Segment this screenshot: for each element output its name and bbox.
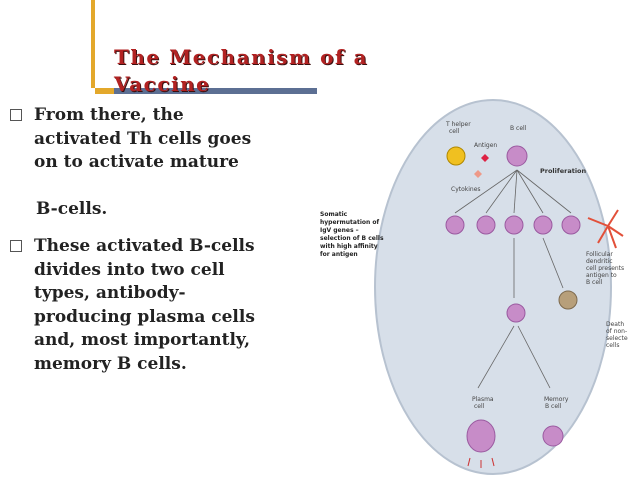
svg-text:of non-: of non-	[606, 328, 627, 335]
bullet-2: These activated B-cells divides into two…	[8, 235, 318, 376]
title-line-1: The Mechanism of a	[114, 45, 369, 69]
selection-arrows	[513, 237, 564, 298]
death-label: Death of non- selected cells	[606, 321, 628, 349]
antibody-icons	[467, 457, 495, 468]
svg-text:Somatic: Somatic	[320, 211, 348, 218]
slide-title: The Mechanism of a Vaccine	[114, 44, 368, 98]
svg-text:B cell: B cell	[545, 403, 562, 410]
svg-text:Death: Death	[606, 321, 624, 328]
title-line-2: Vaccine	[114, 72, 211, 96]
b-cell-label: B cell	[510, 125, 527, 132]
bullet2-line: divides into two cell	[34, 259, 225, 280]
svg-text:hypermutation of: hypermutation of	[320, 219, 379, 226]
bullet1-line: From there, the	[34, 105, 184, 125]
svg-text:antigen to: antigen to	[586, 272, 617, 279]
bullet-box-icon	[10, 240, 22, 252]
svg-text:cells: cells	[606, 342, 619, 349]
selected-b-cell-icon	[506, 303, 526, 323]
b-cell-diagram: T helper cell Antigen Cytokines B cell P…	[320, 99, 628, 475]
cytokines-label: Cytokines	[451, 186, 481, 193]
bullet2-line: types, antibody-	[34, 283, 186, 303]
svg-text:B cell: B cell	[586, 279, 603, 286]
dendritic-cell-icon	[587, 209, 624, 249]
bullet1-continuation: B-cells.	[36, 199, 108, 219]
svg-text:for antigen: for antigen	[320, 251, 358, 258]
accent-bar	[91, 0, 95, 88]
antigen-icon	[481, 154, 489, 162]
antigen-label: Antigen	[474, 142, 497, 149]
bullet-1: From there, the activated Th cells goes …	[8, 104, 318, 175]
svg-text:dendritic: dendritic	[586, 258, 613, 265]
bullet-box-icon	[10, 109, 22, 121]
b-cell-icon	[506, 145, 528, 167]
bullet1-line: activated Th cells goes	[34, 128, 252, 149]
bullet-list-2: These activated B-cells divides into two…	[8, 235, 318, 376]
proliferated-b-cell-icon	[533, 215, 553, 235]
somatic-hypermutation-label: Somatic hypermutation of IgV genes – sel…	[320, 211, 384, 258]
svg-text:Memory: Memory	[544, 396, 569, 403]
title-rule-accent	[95, 88, 115, 94]
proliferated-b-cell-icon	[476, 215, 496, 235]
bullet2-line: These activated B-cells	[34, 236, 255, 256]
plasma-cell-icon	[466, 419, 496, 453]
bullet2-line: memory B cells.	[34, 353, 187, 374]
svg-text:Follicular: Follicular	[586, 251, 613, 258]
bullet1-line: on to activate mature	[34, 152, 239, 172]
follicular-label: Follicular dendritic cell presents antig…	[586, 251, 624, 286]
svg-text:selected: selected	[606, 335, 628, 342]
svg-text:IgV genes –: IgV genes –	[320, 227, 359, 234]
proliferated-b-cell-icon	[561, 215, 581, 235]
t-helper-label: T helper	[445, 121, 471, 128]
t-helper-cell-icon	[446, 146, 466, 166]
title-rule	[114, 88, 317, 94]
svg-text:cell presents: cell presents	[586, 265, 624, 272]
svg-text:selection of B cells: selection of B cells	[320, 235, 384, 242]
memory-label: Memory B cell	[544, 396, 569, 410]
t-helper-label-2: cell	[449, 128, 460, 135]
bullet2-line: producing plasma cells	[34, 306, 255, 327]
cytokine-icon	[474, 170, 482, 178]
proliferation-arrows	[454, 169, 572, 214]
proliferated-b-cell-icon	[445, 215, 465, 235]
proliferation-label: Proliferation	[540, 167, 587, 175]
svg-text:cell: cell	[474, 403, 485, 410]
bullet-list: From there, the activated Th cells goes …	[8, 104, 318, 175]
differentiation-arrows	[477, 325, 551, 389]
proliferated-b-cell-icon	[504, 215, 524, 235]
svg-text:with high affinity: with high affinity	[320, 243, 378, 250]
bullet2-line: and, most importantly,	[34, 330, 251, 350]
plasma-label: Plasma cell	[472, 396, 494, 410]
memory-b-cell-icon	[542, 425, 564, 447]
svg-text:Plasma: Plasma	[472, 396, 494, 403]
diagram-background-circle	[374, 99, 612, 475]
dying-cell-icon	[558, 290, 578, 310]
